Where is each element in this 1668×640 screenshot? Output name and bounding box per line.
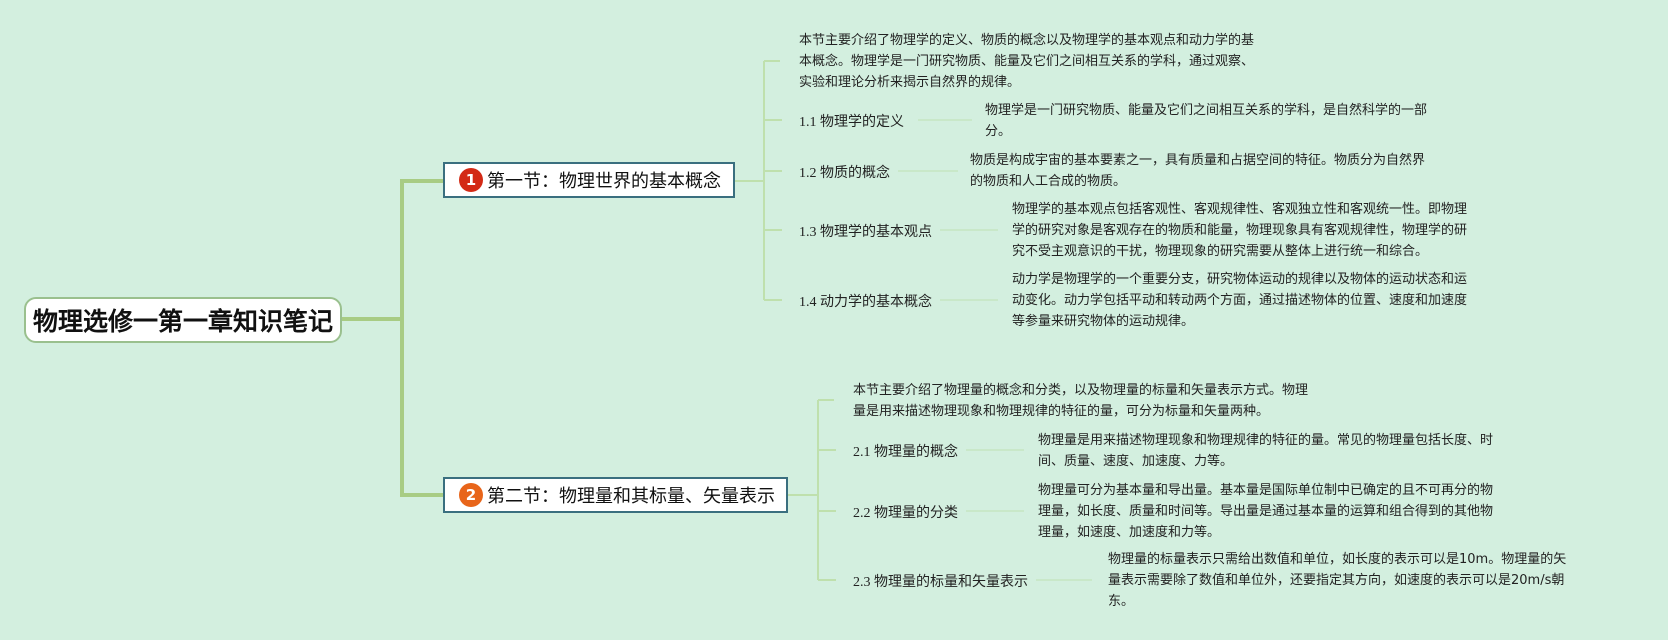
- number-badge-1: 1: [459, 168, 483, 192]
- root-topic[interactable]: 物理选修一第一章知识笔记: [24, 297, 342, 343]
- subtopic-1-2-desc: 物质是构成宇宙的基本要素之一，具有质量和占据空间的特征。物质分为自然界 的物质和…: [970, 153, 1426, 189]
- section-2-topic[interactable]: 2 第二节：物理量和其标量、矢量表示: [443, 477, 788, 513]
- section-1-summary: 本节主要介绍了物理学的定义、物质的概念以及物理学的基本观点和动力学的基 本概念。…: [799, 33, 1255, 90]
- subtopic-1-3-label[interactable]: 1.3 物理学的基本观点: [799, 225, 932, 240]
- subtopic-1-1-label[interactable]: 1.1 物理学的定义: [799, 115, 904, 130]
- section-1-leaf-lines: [898, 119, 998, 301]
- subtopic-2-2-desc: 物理量可分为基本量和导出量。基本量是国际单位制中已确定的且不可再分的物 理量，如…: [1038, 483, 1494, 540]
- section-2-branches: [788, 399, 836, 581]
- subtopic-1-1-desc: 物理学是一门研究物质、能量及它们之间相互关系的学科，是自然科学的一部 分。: [985, 103, 1428, 139]
- subtopic-1-3-desc: 物理学的基本观点包括客观性、客观规律性、客观独立性和客观统一性。即物理 学的研究…: [1012, 202, 1468, 259]
- subtopic-2-1-desc: 物理量是用来描述物理现象和物理规律的特征的量。常见的物理量包括长度、时 间、质量…: [1038, 433, 1494, 469]
- section-2-leaf-lines: [966, 449, 1092, 581]
- section-1-topic[interactable]: 1 第一节：物理世界的基本概念: [443, 162, 735, 198]
- subtopic-1-2-label[interactable]: 1.2 物质的概念: [799, 166, 890, 181]
- section-1-title: 第一节：物理世界的基本概念: [487, 171, 721, 192]
- subtopic-2-1-label[interactable]: 2.1 物理量的概念: [853, 445, 958, 460]
- trunk-connector: [342, 179, 443, 497]
- subtopic-2-3-desc: 物理量的标量表示只需给出数值和单位，如长度的表示可以是10m。物理量的矢 量表示…: [1108, 552, 1567, 609]
- section-2-title: 第二节：物理量和其标量、矢量表示: [487, 486, 775, 507]
- number-badge-2: 2: [459, 483, 483, 507]
- subtopic-1-4-label[interactable]: 1.4 动力学的基本概念: [799, 295, 932, 310]
- subtopic-1-4-desc: 动力学是物理学的一个重要分支，研究物体运动的规律以及物体的运动状态和运 动变化。…: [1012, 272, 1468, 329]
- section-1-branches: [735, 60, 782, 301]
- section-2-summary: 本节主要介绍了物理量的概念和分类，以及物理量的标量和矢量表示方式。物理 量是用来…: [853, 383, 1309, 419]
- subtopic-2-2-label[interactable]: 2.2 物理量的分类: [853, 506, 958, 521]
- root-title: 物理选修一第一章知识笔记: [32, 308, 333, 336]
- subtopic-2-3-label[interactable]: 2.3 物理量的标量和矢量表示: [853, 575, 1028, 590]
